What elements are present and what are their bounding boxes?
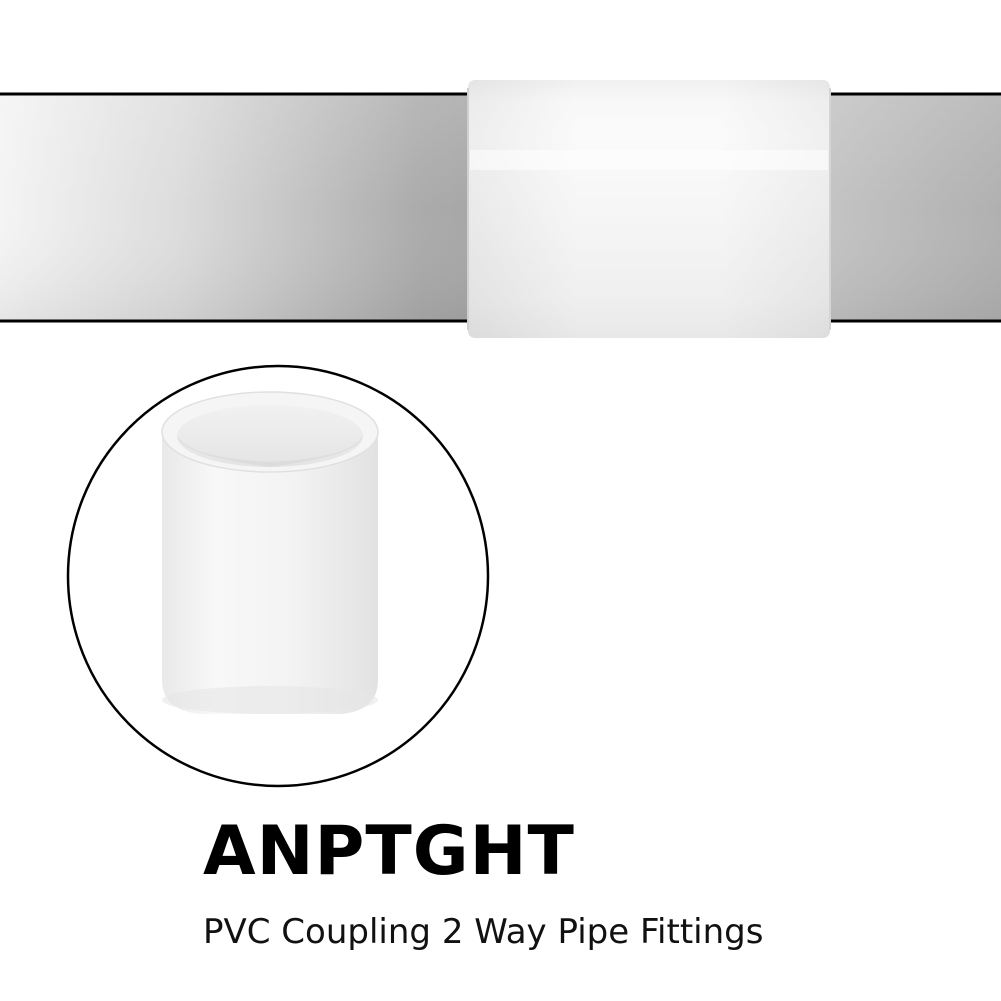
coupling-fitting (467, 80, 831, 338)
coupling-closeup-image (66, 364, 490, 788)
brand-name: ANPTGHT (203, 812, 575, 891)
small-coupling (161, 391, 379, 714)
pipe-with-coupling-image (0, 80, 1001, 338)
product-title: PVC Coupling 2 Way Pipe Fittings (203, 912, 764, 952)
